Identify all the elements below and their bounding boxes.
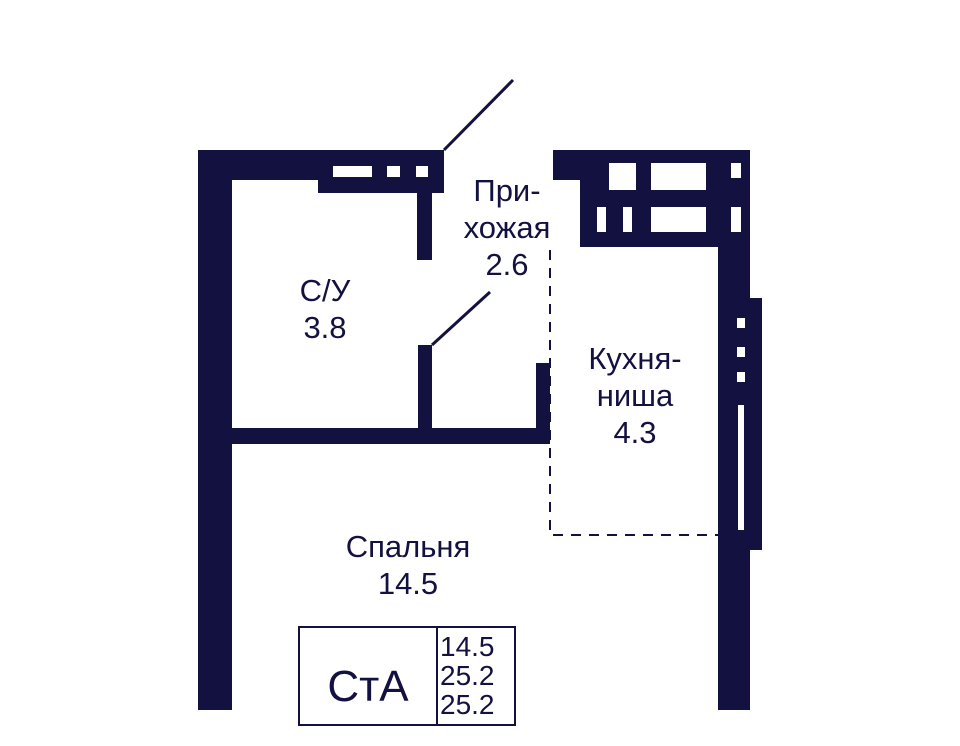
window-mark xyxy=(737,347,745,357)
window-mark xyxy=(737,318,745,328)
room-name: Кухня- xyxy=(588,341,682,376)
room-kitchen-label: Кухня- ниша 4.3 xyxy=(565,340,705,451)
room-name: При- xyxy=(473,173,541,208)
area-values: 14.5 25.2 25.2 xyxy=(440,632,495,719)
wall-right xyxy=(718,150,750,710)
total-area: 25.2 xyxy=(440,660,495,691)
wall-right-outer xyxy=(750,298,762,550)
room-bathroom-label: С/У 3.8 xyxy=(270,272,380,346)
window-mark xyxy=(387,166,400,177)
shaft-opening xyxy=(609,163,636,190)
room-name: С/У xyxy=(299,273,351,308)
shaft-opening xyxy=(731,163,741,178)
shaft-opening xyxy=(597,207,606,232)
entrance-door-swing xyxy=(442,78,515,152)
room-name: ниша xyxy=(596,378,674,413)
window-pane xyxy=(738,405,744,530)
room-area: 14.5 xyxy=(377,566,439,601)
room-name: хожая xyxy=(463,210,551,245)
wall-interior-horizontal xyxy=(232,428,548,444)
floor-plan xyxy=(198,78,762,710)
living-area: 14.5 xyxy=(440,631,495,662)
wall-bath-stub xyxy=(418,345,432,435)
shaft-opening xyxy=(651,163,706,190)
room-hallway-label: При- хожая 2.6 xyxy=(447,172,567,283)
window-mark xyxy=(416,166,428,177)
window-mark xyxy=(333,166,372,177)
shaft-opening xyxy=(651,207,706,232)
wall-bath-vertical xyxy=(417,180,432,260)
room-area: 4.3 xyxy=(613,415,657,450)
window-mark xyxy=(737,372,745,382)
kitchen-niche-outline xyxy=(549,250,718,536)
room-area: 2.6 xyxy=(485,247,529,282)
wall-left xyxy=(198,150,232,710)
bath-door-swing xyxy=(430,290,492,347)
room-area: 3.8 xyxy=(303,310,347,345)
apartment-type-code: СтА xyxy=(300,628,438,724)
apartment-summary-box: СтА 14.5 25.2 25.2 xyxy=(298,626,516,726)
shaft-opening xyxy=(731,207,741,232)
total-area-with-balcony: 25.2 xyxy=(440,689,495,720)
shaft-opening xyxy=(623,207,632,232)
room-bedroom-label: Спальня 14.5 xyxy=(318,528,498,602)
room-name: Спальня xyxy=(345,529,471,564)
wall-kitchen-stub xyxy=(536,363,550,444)
